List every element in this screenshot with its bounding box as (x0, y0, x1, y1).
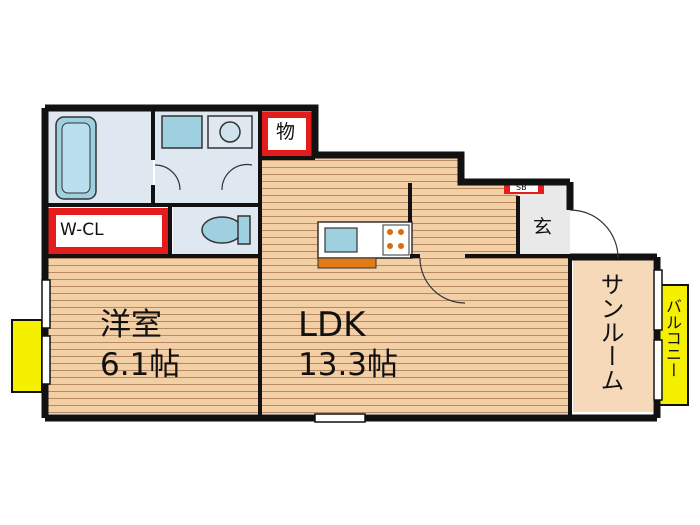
western-room-size: 6.1帖 (100, 347, 181, 383)
washbasin-icon (161, 115, 203, 149)
shoe-box-label: SB (516, 183, 527, 192)
door-swings (154, 163, 619, 304)
western-room-floor (48, 258, 258, 414)
ldk-size: 13.3帖 (298, 347, 399, 383)
balcony-left (11, 319, 43, 393)
entrance-label: 玄 (533, 216, 553, 238)
stove-icon (382, 224, 410, 256)
windows (41, 269, 663, 423)
hall-floor (412, 185, 518, 258)
kitchen-board (317, 257, 377, 269)
balcony-label: バルコニー (663, 298, 682, 378)
sink-icon (324, 227, 358, 253)
storage-label: 物 (276, 121, 296, 143)
sunroom-label: サンルーム (596, 272, 624, 392)
inner-walls (45, 108, 572, 418)
ldk-name: LDK (298, 305, 366, 345)
toilet-icon (201, 216, 243, 244)
balcony-right (657, 284, 689, 406)
sunroom-floor (573, 260, 653, 412)
western-room-name: 洋室 (100, 307, 162, 343)
walk-in-closet-label: W-CL (60, 220, 104, 240)
